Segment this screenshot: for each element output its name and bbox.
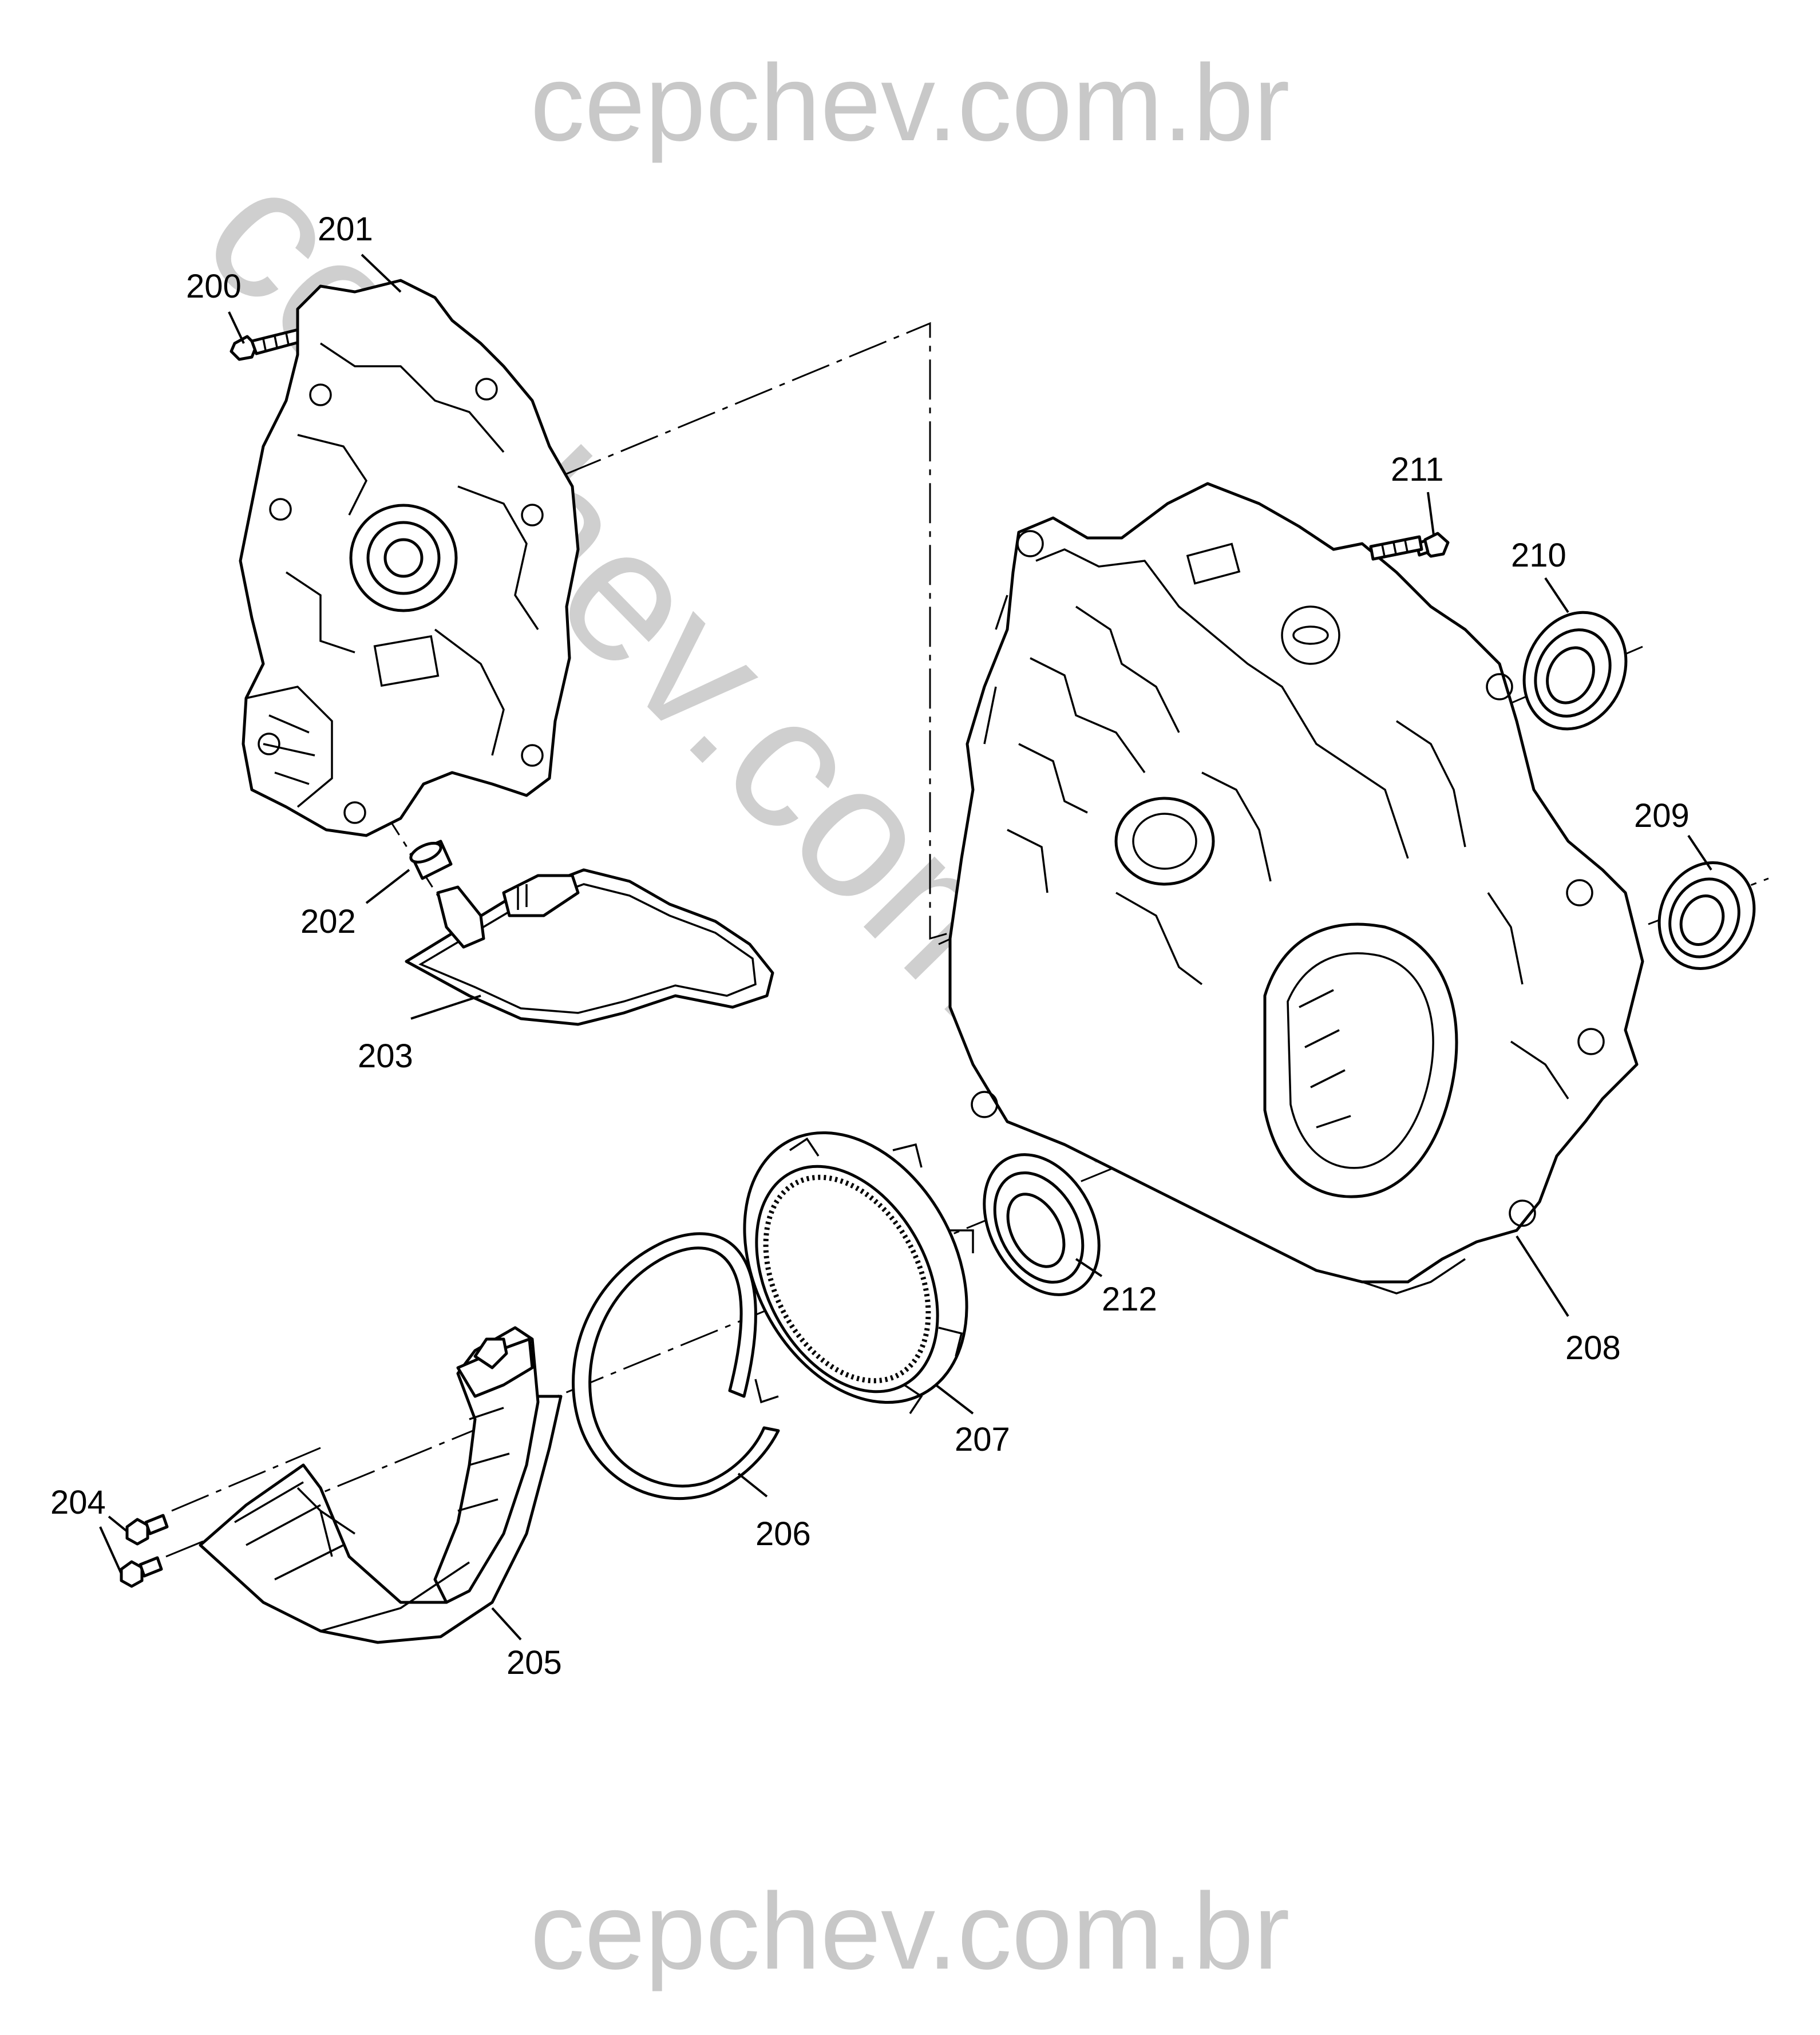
part-211-bolt [1369,532,1450,561]
part-210-seal [1522,611,1628,731]
callout-200: 200 [186,268,242,305]
leader-209 [1687,834,1712,871]
callout-labels: 200 201 202 203 204 205 206 207 208 209 … [50,211,1690,1681]
part-201-case-cover [239,279,580,837]
callout-202: 202 [300,903,356,940]
callout-206: 206 [755,1515,811,1553]
callout-212: 212 [1102,1281,1157,1318]
leader-204-b [99,1526,122,1574]
watermark-bottom: cepchev.com.br [530,1871,1289,1992]
leader-212 [1075,1258,1103,1277]
callout-210: 210 [1511,537,1566,574]
callout-201: 201 [318,211,373,248]
callout-203: 203 [358,1038,413,1075]
leader-206 [737,1472,768,1498]
leader-lines [99,254,1712,1641]
part-212-seal [983,1153,1101,1296]
leader-202 [365,869,410,904]
callout-209: 209 [1634,797,1690,834]
leader-210 [1544,577,1569,613]
part-202-filter-seal [409,840,453,880]
leader-208 [1516,1235,1569,1317]
callout-207: 207 [955,1421,1010,1458]
leader-207 [935,1384,974,1415]
leader-201 [361,254,402,293]
watermark-top: cepchev.com.br [530,42,1289,164]
part-205-band [199,1326,563,1644]
callout-205: 205 [507,1644,562,1681]
leader-211 [1427,492,1435,536]
part-207-gear-ring [743,1131,974,1414]
leader-203 [410,995,481,1020]
callout-211: 211 [1391,451,1443,488]
part-209-seal [1657,861,1756,970]
part-204-bolts [120,1514,169,1588]
leader-204-a [108,1515,128,1533]
leader-200 [228,311,245,344]
callout-204: 204 [50,1484,106,1521]
part-203-fluid-filter [405,868,774,1026]
part-206-snap-ring [572,1232,780,1500]
callout-208: 208 [1565,1329,1621,1367]
axis-bolt-204-upper [171,1447,321,1512]
leader-205 [491,1607,522,1641]
part-208-transmission-case [948,482,1644,1294]
